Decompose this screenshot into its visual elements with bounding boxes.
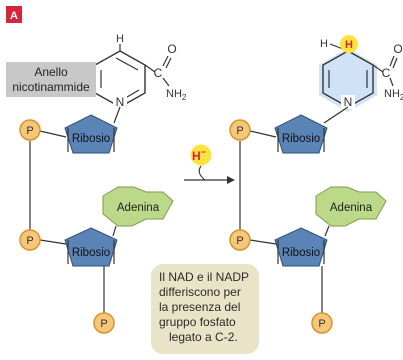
right-phosphate-mid (229, 229, 251, 251)
left-adenine (102, 186, 174, 227)
left-ribose-bottom (64, 227, 118, 267)
nicotinamide-label-line1: Anello (34, 65, 68, 79)
right-ring-highlight (319, 48, 377, 112)
right-ribose-top-label: Ribosio (282, 133, 320, 145)
right-h-left: H (320, 38, 328, 50)
left-phosphate-2prime-label: P (100, 318, 107, 330)
left-phosphate-mid-label: P (26, 235, 33, 247)
left-molecule: H C O NH2 N Anello nicotinammide P Ribos… (6, 33, 187, 334)
left-phosphate-mid (19, 229, 41, 251)
left-adenine-label: Adenina (117, 202, 160, 214)
right-molecule: H H C O NH2 N P Ribosio P Adenina (229, 35, 403, 334)
left-ribose-bottom-label: Ribosio (72, 247, 110, 259)
note-line-1: Il NAD e il NADP (159, 270, 250, 284)
panel-label: A (10, 10, 18, 22)
right-ribose-bottom-label: Ribosio (282, 247, 320, 259)
right-o: O (393, 42, 402, 56)
nicotinamide-label-box (6, 62, 96, 97)
note-line-5: legato a C-2. (169, 330, 238, 344)
added-hydrogen-label: H (345, 39, 353, 51)
left-nh2: NH2 (166, 88, 187, 102)
right-phosphate-2prime (311, 312, 333, 334)
right-adenine (315, 186, 387, 227)
panel-label-bg (6, 6, 22, 23)
reaction-arrow: H− (184, 144, 235, 184)
right-ribose-top (274, 114, 328, 154)
left-n: N (116, 95, 125, 109)
right-phosphate-mid-label: P (236, 235, 243, 247)
hydride-circle (190, 144, 212, 166)
right-ribose-bottom (274, 227, 328, 267)
left-phosphate-top (19, 119, 41, 141)
left-c: C (154, 66, 163, 80)
note-line-4: gruppo fosfato (159, 315, 236, 329)
right-phosphate-2prime-label: P (318, 318, 325, 330)
right-phosphate-top-label: P (236, 125, 243, 137)
added-hydrogen-circle (340, 35, 358, 53)
left-h-top: H (116, 33, 124, 45)
note-box: Il NAD e il NADP differiscono per la pre… (151, 264, 259, 354)
right-c: C (382, 66, 391, 80)
note-line-2: differiscono per (159, 285, 241, 299)
right-adenine-label: Adenina (330, 202, 373, 214)
nicotinamide-label-line2: nicotinammide (12, 80, 90, 94)
right-phosphate-top (229, 119, 251, 141)
right-n: N (344, 95, 353, 109)
left-ribose-top-label: Ribosio (72, 133, 110, 145)
hydride-label: H− (192, 147, 206, 163)
left-phosphate-2prime (93, 312, 115, 334)
left-ribose-top (64, 114, 118, 154)
right-nh2: NH2 (384, 88, 403, 102)
note-line-3: la presenza del (159, 300, 241, 314)
left-phosphate-top-label: P (26, 125, 33, 137)
left-o: O (167, 42, 176, 56)
